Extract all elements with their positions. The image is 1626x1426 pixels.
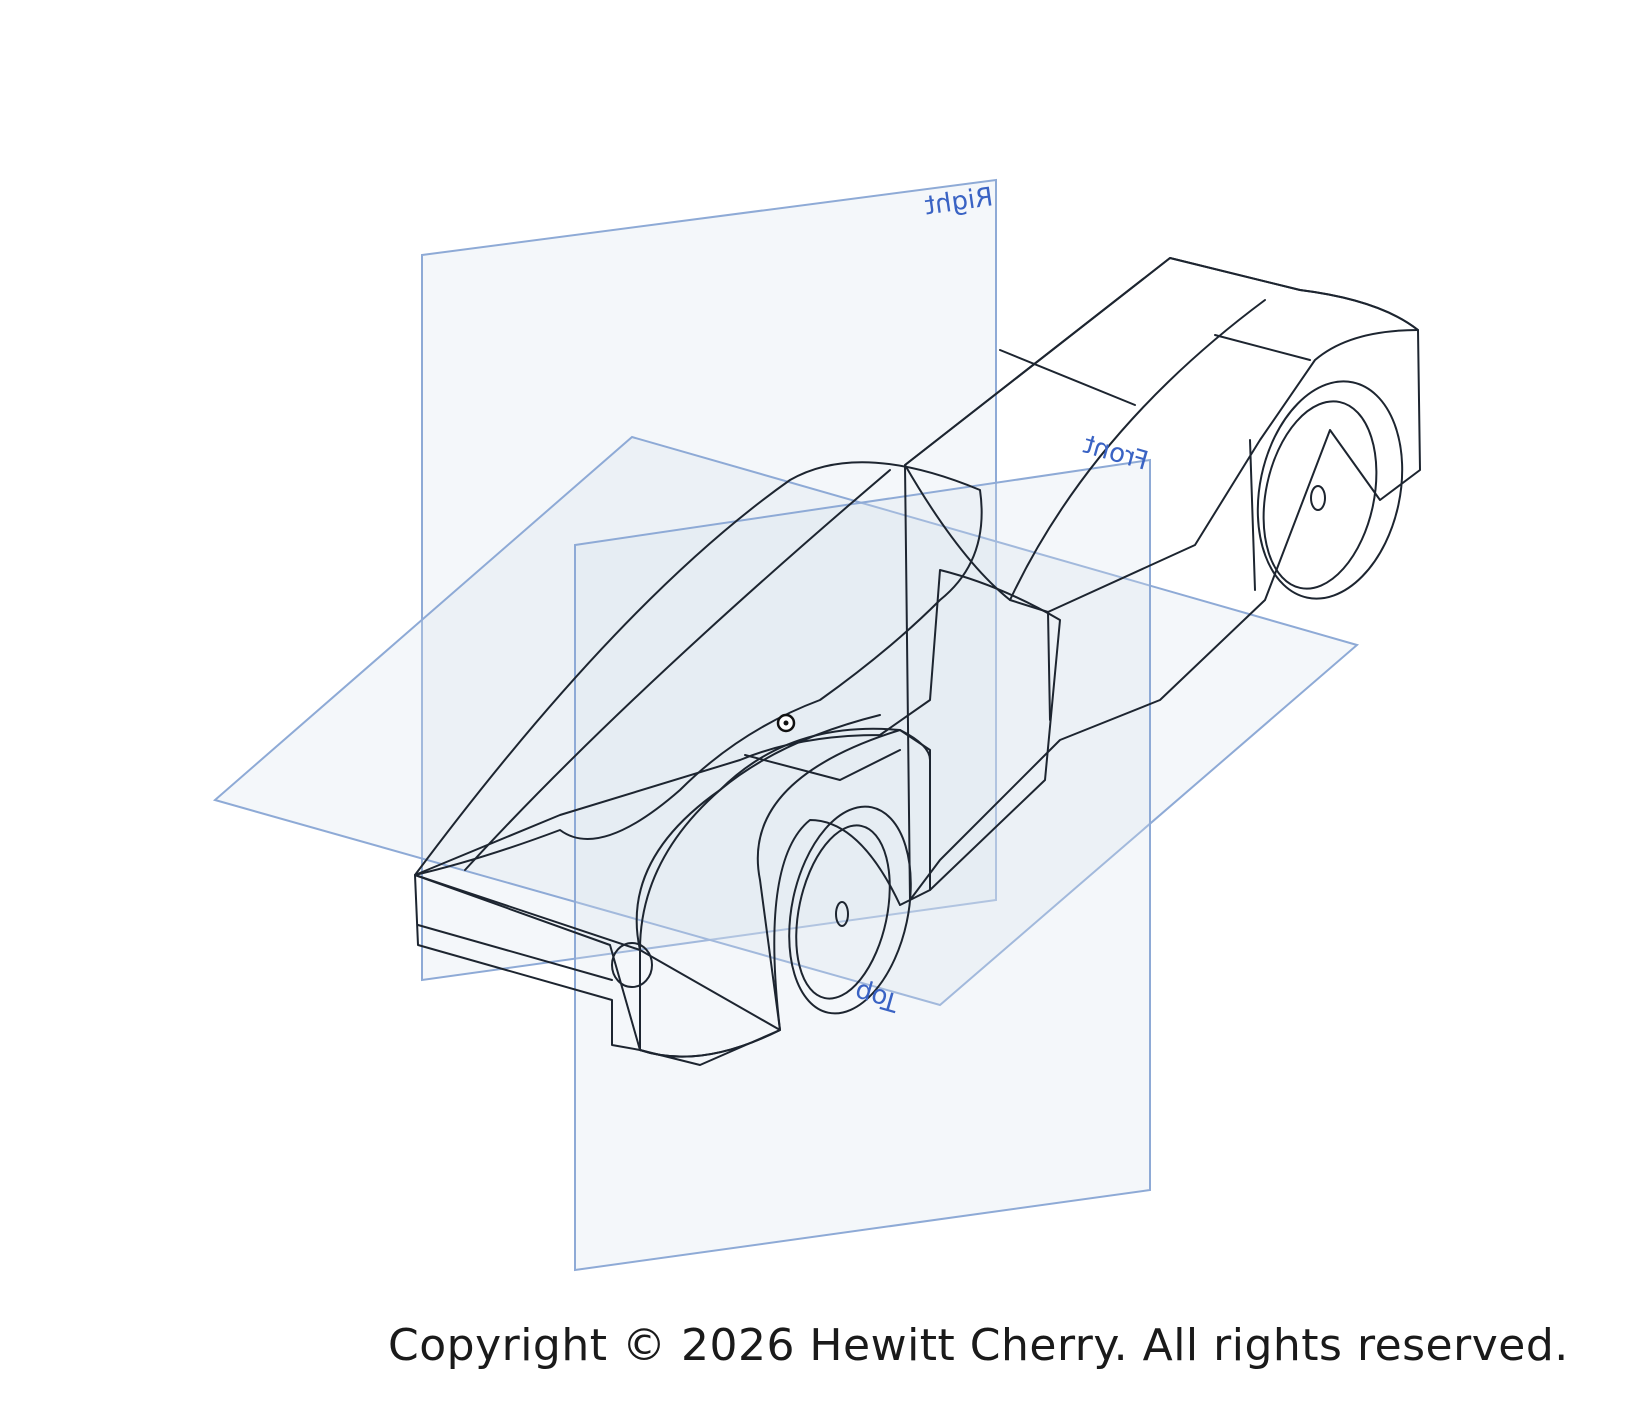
copyright-notice: Copyright © 2026 Hewitt Cherry. All righ…	[388, 1320, 1569, 1371]
rear-wheel[interactable]	[1239, 368, 1422, 612]
car-model[interactable]	[414, 257, 1422, 1066]
front-wheel[interactable]	[771, 795, 928, 1025]
origin-point-icon[interactable]	[776, 713, 796, 733]
front-plane[interactable]	[574, 458, 1151, 1272]
right-plane[interactable]	[421, 178, 997, 982]
headlight	[611, 942, 653, 988]
